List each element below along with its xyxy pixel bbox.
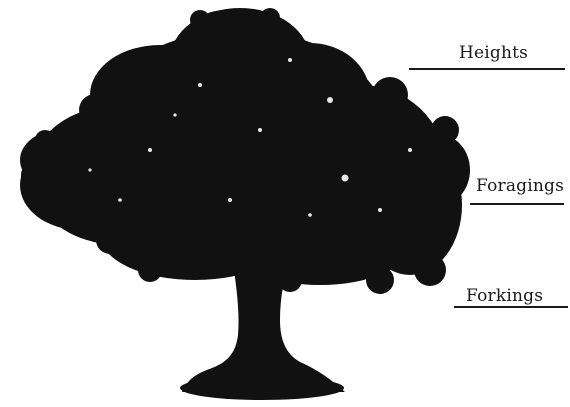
- label-heights: Heights: [459, 43, 528, 63]
- forkings-underline: [454, 306, 568, 308]
- canopy: [20, 8, 470, 294]
- label-foragings: Foragings: [476, 176, 564, 196]
- label-forkings: Forkings: [466, 286, 543, 306]
- foragings-underline: [470, 203, 564, 205]
- heights-underline: [409, 68, 565, 70]
